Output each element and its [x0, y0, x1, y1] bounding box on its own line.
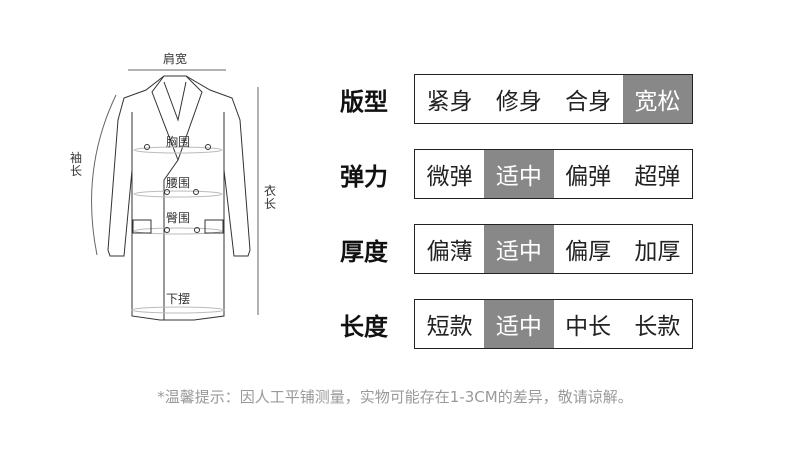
option: 修身: [495, 89, 542, 115]
length-label: 衣长: [264, 184, 277, 211]
coat-diagram: 肩宽 袖长 胸围 腰围 臀围 下摆 衣长: [60, 40, 290, 330]
waist-label: 腰围: [166, 176, 191, 190]
option: 加厚: [634, 239, 681, 265]
sleeve-label: 袖长: [70, 151, 83, 178]
disclaimer-note: *温馨提示：因人工平铺测量，实物可能存在1-3CM的差异，敬请谅解。: [157, 388, 633, 406]
attr-label: 弹力: [340, 162, 388, 191]
option: 偏薄: [426, 239, 473, 265]
attr-row-elasticity: 弹力 微弹 适中 偏弹 超弹: [340, 149, 693, 199]
option-selected: 适中: [484, 150, 554, 198]
option-selected: 适中: [484, 225, 554, 273]
option: 超弹: [634, 164, 681, 190]
attr-row-thickness: 厚度 偏薄 适中 偏厚 加厚: [340, 224, 693, 274]
shoulder-label: 肩宽: [163, 52, 188, 66]
option: 中长: [565, 314, 612, 340]
attr-label: 厚度: [340, 237, 388, 266]
option: 合身: [565, 89, 612, 115]
option: 长款: [634, 314, 681, 340]
option-selected: 宽松: [622, 75, 692, 123]
coat-outline-icon: [91, 69, 259, 321]
option: 微弹: [426, 164, 473, 190]
option-selected: 适中: [484, 300, 554, 348]
option: 紧身: [426, 89, 473, 115]
attr-row-fit: 版型 紧身 修身 合身 宽松: [340, 74, 693, 124]
attr-row-length: 长度 短款 适中 中长 长款: [340, 299, 693, 349]
option-group: 紧身 修身 合身 宽松: [414, 74, 693, 124]
attr-label: 长度: [340, 312, 388, 341]
option-group: 偏薄 适中 偏厚 加厚: [414, 224, 693, 274]
hem-label: 下摆: [166, 292, 191, 306]
option: 偏厚: [565, 239, 612, 265]
option-group: 短款 适中 中长 长款: [414, 299, 693, 349]
option: 偏弹: [565, 164, 612, 190]
attr-label: 版型: [340, 87, 388, 116]
option: 短款: [426, 314, 473, 340]
chest-label: 胸围: [166, 135, 191, 149]
hip-label: 臀围: [166, 211, 191, 225]
option-group: 微弹 适中 偏弹 超弹: [414, 149, 693, 199]
